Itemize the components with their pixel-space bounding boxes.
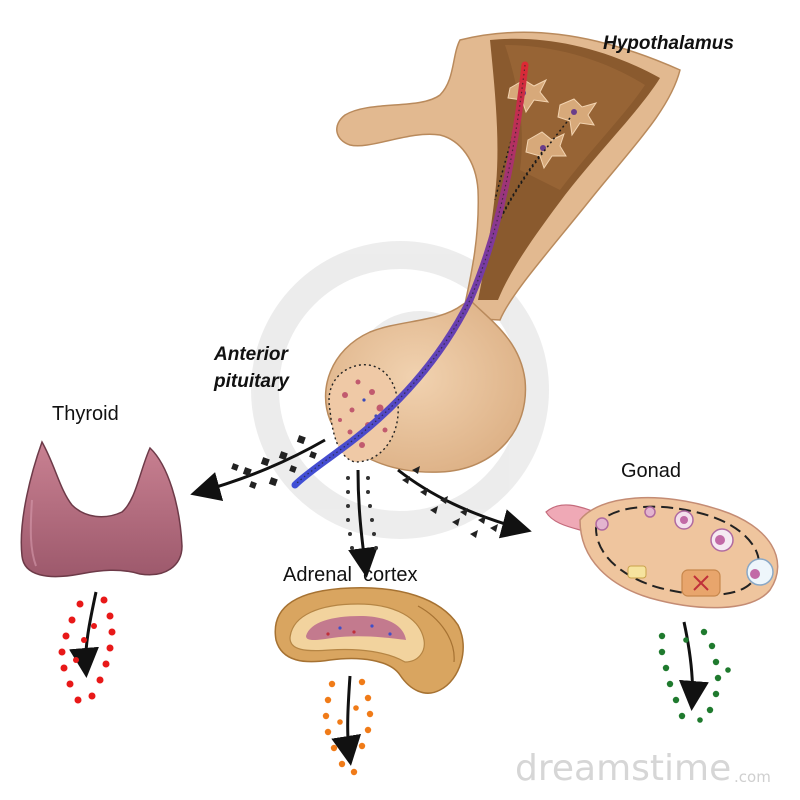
pituitary-gland — [291, 61, 529, 489]
adrenal-secretion — [322, 675, 374, 776]
gonad-label: Gonad — [621, 460, 682, 482]
arrow-to-adrenal — [346, 469, 378, 578]
hypothalamus-structure — [336, 31, 681, 321]
adrenal-cortex — [274, 587, 464, 694]
neuron-cells — [507, 78, 598, 170]
thyroid-gland — [20, 440, 183, 578]
thyroid-label: Thyroid — [52, 403, 119, 425]
ovarian-follicles — [595, 506, 774, 586]
watermark-suffix: .com — [734, 768, 771, 786]
arrow-to-gonad — [397, 466, 532, 539]
arrow-to-thyroid — [190, 435, 326, 502]
anterior-pituitary-label-line1: Anterior — [214, 344, 288, 365]
gonad — [545, 496, 779, 609]
adrenal-cortex-label: Adrenal cortex — [283, 564, 418, 586]
anterior-pituitary-label-line2: pituitary — [214, 371, 289, 392]
thyroid-secretion — [58, 591, 116, 704]
gonad-secretion — [658, 621, 731, 723]
watermark-text: dreamstime — [515, 748, 732, 789]
hypothalamus-label: Hypothalamus — [603, 33, 734, 54]
